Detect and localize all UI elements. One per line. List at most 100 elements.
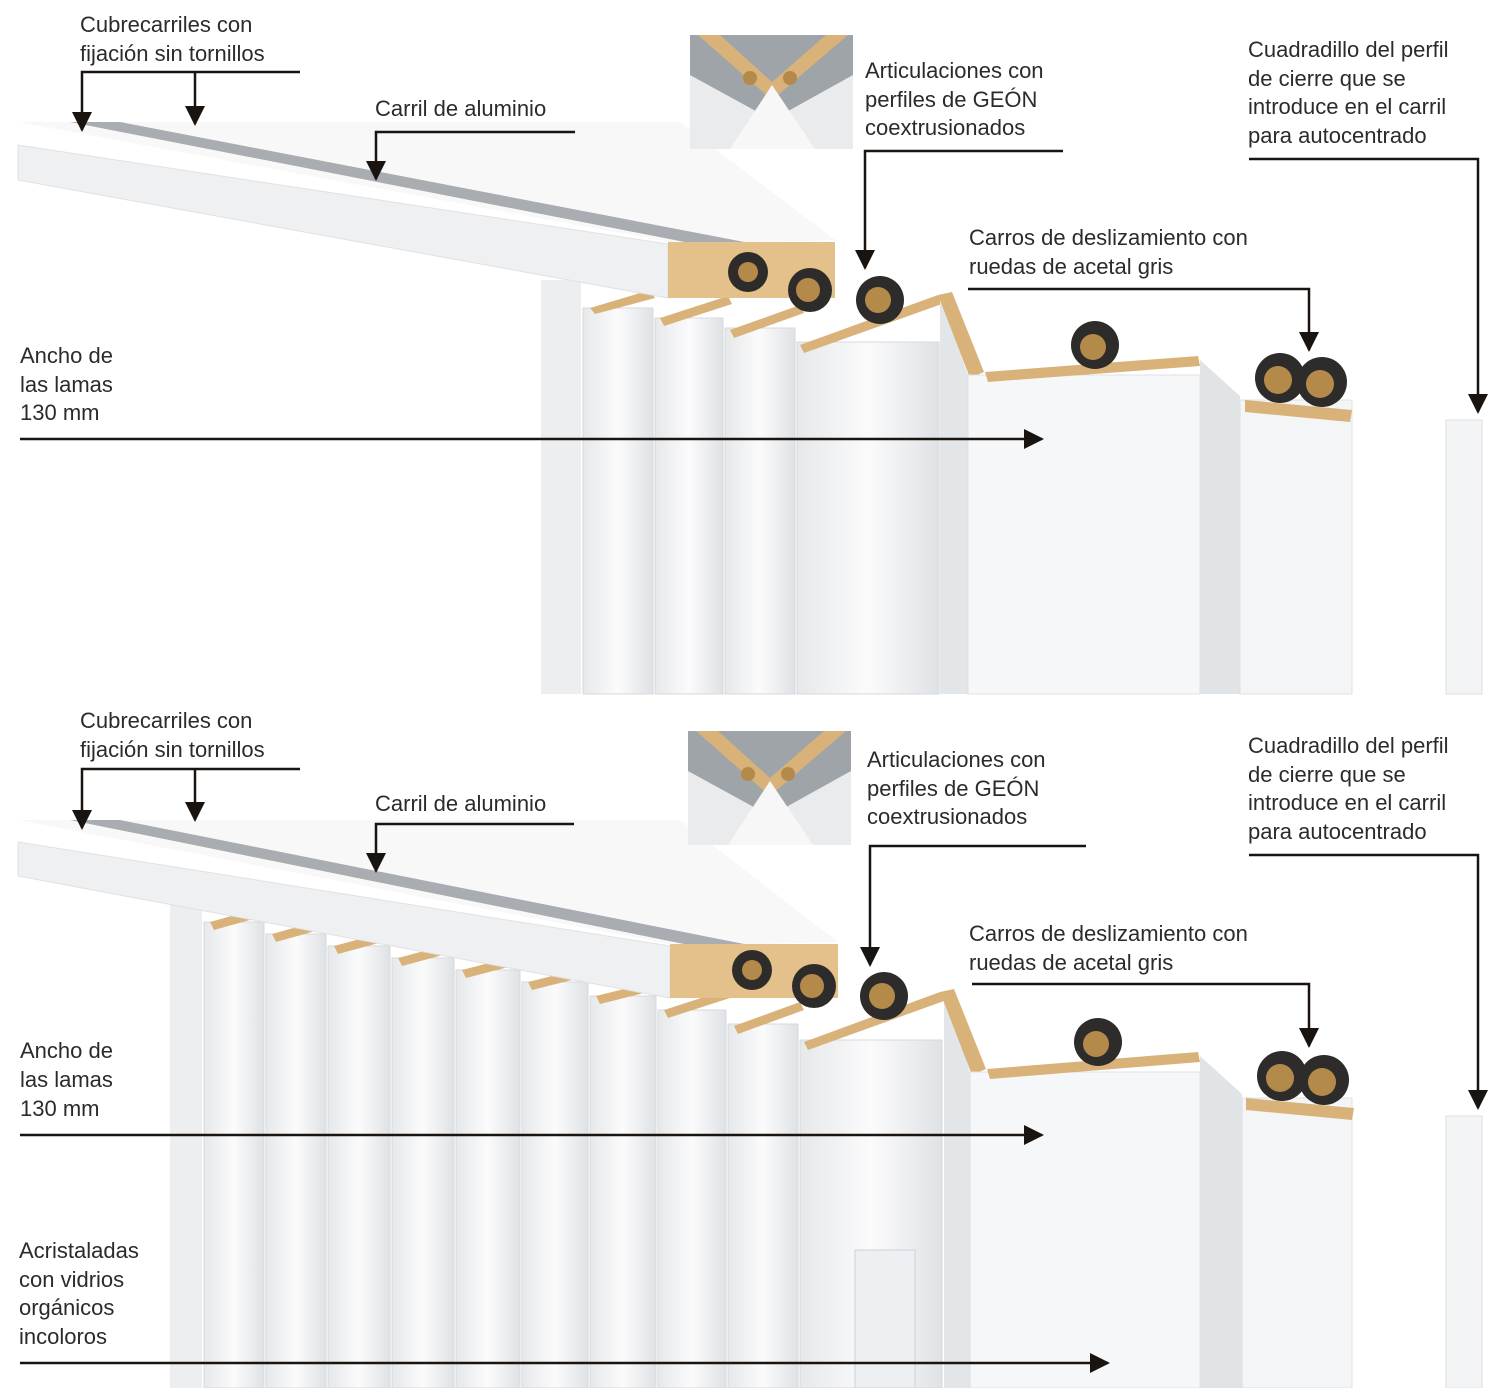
bottom-wheel-hub bbox=[1266, 1064, 1294, 1092]
label-line: Carril de aluminio bbox=[375, 96, 546, 121]
label-line: Cuadradillo del perfil bbox=[1248, 37, 1449, 62]
top-wood-edge bbox=[800, 295, 942, 353]
bottom-leader-cuadradillo bbox=[1249, 853, 1488, 1110]
label-line: las lamas bbox=[20, 1067, 113, 1092]
bottom-inset-detail bbox=[688, 731, 851, 845]
label-line: Ancho de bbox=[20, 343, 113, 368]
bottom-wood-edge bbox=[804, 992, 944, 1050]
top-slat bbox=[654, 317, 724, 695]
bottom-frame-post bbox=[170, 900, 202, 1388]
label-line: Carros de deslizamiento con bbox=[969, 921, 1248, 946]
label-line: introduce en el carril bbox=[1248, 94, 1446, 119]
bottom-slat bbox=[657, 1009, 727, 1388]
bottom-slat bbox=[799, 1039, 943, 1388]
bottom-label-ancho: Ancho de las lamas 130 mm bbox=[20, 1038, 119, 1121]
label-line: para autocentrado bbox=[1248, 123, 1427, 148]
top-wood-edge bbox=[938, 292, 984, 378]
bottom-wheel-hub bbox=[742, 960, 762, 980]
bottom-panel-angled bbox=[1200, 1056, 1242, 1388]
bottom-wheel-hub bbox=[800, 974, 824, 998]
bottom-label-cubrecarriles: Cubrecarriles con fijación sin tornillos bbox=[80, 708, 265, 762]
label-line: Carril de aluminio bbox=[375, 791, 546, 816]
label-line: 130 mm bbox=[20, 400, 99, 425]
top-label-carros: Carros de deslizamiento con ruedas de ac… bbox=[969, 225, 1254, 279]
bottom-label-cuadradillo: Cuadradillo del perfil de cierre que se … bbox=[1248, 733, 1455, 844]
label-line: Acristaladas bbox=[19, 1238, 139, 1263]
label-line: orgánicos bbox=[19, 1295, 114, 1320]
label-line: Cubrecarriles con bbox=[80, 708, 252, 733]
top-wood-edge bbox=[985, 356, 1200, 382]
top-wheel-hub bbox=[865, 287, 891, 313]
bottom-slat bbox=[203, 921, 265, 1388]
top-wood-edge bbox=[730, 305, 804, 338]
bottom-label-acristaladas: Acristaladas con vidrios orgánicos incol… bbox=[19, 1238, 145, 1349]
bottom-slat bbox=[327, 945, 391, 1388]
bottom-rail-aluminium bbox=[70, 820, 764, 948]
top-slat bbox=[582, 307, 654, 695]
label-line: Articulaciones con bbox=[865, 58, 1044, 83]
top-illustration bbox=[17, 35, 1483, 695]
top-wheel-hub bbox=[1264, 366, 1292, 394]
label-line: Cubrecarriles con bbox=[80, 12, 252, 37]
label-line: coextrusionados bbox=[865, 115, 1025, 140]
top-wheel-hub bbox=[738, 262, 758, 282]
top-wood-edge bbox=[590, 290, 655, 314]
bottom-wood-edge bbox=[734, 1002, 804, 1034]
top-slat bbox=[796, 341, 940, 695]
top-slat bbox=[724, 327, 796, 695]
top-label-cuadradillo: Cuadradillo del perfil de cierre que se … bbox=[1248, 37, 1455, 148]
label-line: fijación sin tornillos bbox=[80, 737, 265, 762]
bottom-label-carril: Carril de aluminio bbox=[375, 791, 546, 816]
top-wheel-hub bbox=[1080, 334, 1106, 360]
top-leader-carril bbox=[366, 130, 575, 181]
bottom-slat bbox=[521, 981, 589, 1388]
bottom-slat bbox=[455, 969, 521, 1388]
label-line: para autocentrado bbox=[1248, 819, 1427, 844]
bottom-wood-edge bbox=[940, 989, 986, 1075]
label-line: incoloros bbox=[19, 1324, 107, 1349]
label-line: coextrusionados bbox=[867, 804, 1027, 829]
bottom-label-articulaciones: Articulaciones con perfiles de GEÓN coex… bbox=[867, 747, 1052, 829]
bottom-illustration bbox=[17, 731, 1483, 1388]
bottom-leader-carril bbox=[366, 822, 574, 873]
label-line: fijación sin tornillos bbox=[80, 41, 265, 66]
bottom-glazing bbox=[854, 1249, 916, 1388]
label-line: perfiles de GEÓN bbox=[867, 776, 1039, 801]
top-label-carril: Carril de aluminio bbox=[375, 96, 546, 121]
top-wood-edge bbox=[1245, 400, 1352, 422]
top-rail-aluminium bbox=[70, 122, 760, 245]
label-line: Carros de deslizamiento con bbox=[969, 225, 1248, 250]
bottom-slat bbox=[727, 1023, 799, 1388]
top-wheel-hub bbox=[796, 278, 820, 302]
bottom-slat bbox=[391, 957, 455, 1388]
bottom-wood-edge bbox=[1246, 1098, 1354, 1120]
label-line: Cuadradillo del perfil bbox=[1248, 733, 1449, 758]
bottom-panel-angled bbox=[944, 992, 970, 1388]
label-line: ruedas de acetal gris bbox=[969, 254, 1173, 279]
top-label-ancho: Ancho de las lamas 130 mm bbox=[20, 343, 119, 425]
top-label-articulaciones: Articulaciones con perfiles de GEÓN coex… bbox=[865, 58, 1050, 140]
top-wheel-hub bbox=[1306, 370, 1334, 398]
label-line: Ancho de bbox=[20, 1038, 113, 1063]
label-line: con vidrios bbox=[19, 1267, 124, 1292]
labels: Cubrecarriles con fijación sin tornillos… bbox=[19, 12, 1455, 1349]
top-leader-cuadradillo bbox=[1249, 157, 1488, 414]
top-panel-wide bbox=[967, 374, 1201, 695]
bottom-wheel-hub bbox=[1308, 1068, 1336, 1096]
top-label-cubrecarriles: Cubrecarriles con fijación sin tornillos bbox=[80, 12, 265, 66]
bottom-wheel-hub bbox=[1083, 1031, 1109, 1057]
label-line: Articulaciones con bbox=[867, 747, 1046, 772]
top-leader-cubrecarriles bbox=[72, 70, 300, 132]
label-line: ruedas de acetal gris bbox=[969, 950, 1173, 975]
top-frame-post bbox=[541, 280, 581, 694]
top-leader-articulaciones bbox=[855, 149, 1063, 270]
bottom-leader-carros bbox=[972, 982, 1319, 1048]
bottom-panel-wide bbox=[969, 1071, 1201, 1388]
bottom-leader-cubrecarriles bbox=[72, 767, 300, 830]
leader-lines bbox=[20, 70, 1488, 1373]
bottom-closing-profile bbox=[1445, 1115, 1483, 1388]
top-panel-angled bbox=[940, 295, 968, 694]
top-panel-end bbox=[1239, 399, 1353, 695]
top-panel-angled bbox=[1200, 360, 1240, 694]
